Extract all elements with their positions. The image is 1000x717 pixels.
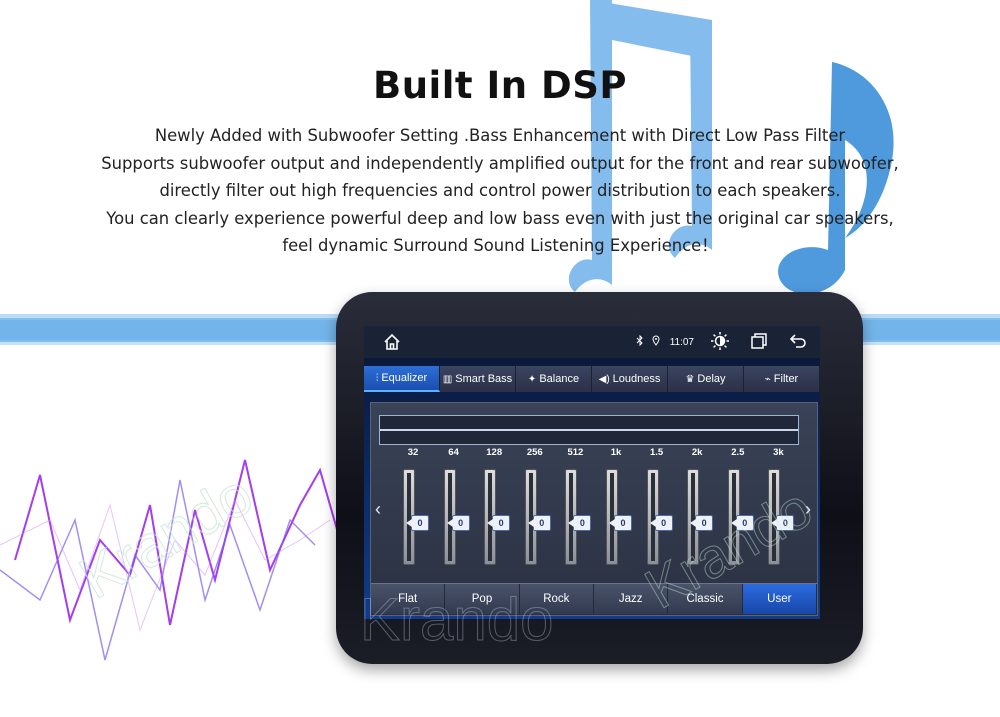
band-slider-knob[interactable]: 0 xyxy=(406,515,429,531)
band-frequency: 2k xyxy=(691,447,703,458)
band-frequency: 1.5 xyxy=(649,447,664,458)
clock: 11:07 xyxy=(669,336,694,348)
preset-jazz[interactable]: Jazz xyxy=(594,584,669,614)
band-frequency: 1k xyxy=(610,447,622,458)
tab-loudness[interactable]: ◀)Loudness xyxy=(592,366,668,392)
preset-user[interactable]: User xyxy=(742,584,817,614)
status-bar: 11:07 xyxy=(364,326,820,358)
band-slider-knob[interactable]: 0 xyxy=(609,515,632,531)
description-line: You can clearly experience powerful deep… xyxy=(106,208,894,228)
location-icon xyxy=(652,335,660,349)
description-line: Newly Added with Subwoofer Setting .Bass… xyxy=(154,126,846,145)
music-note-icon xyxy=(568,0,712,292)
tab-smart-bass[interactable]: ▥Smart Bass xyxy=(440,366,516,392)
band-slider-knob[interactable]: 0 xyxy=(730,515,754,531)
description-line: feel dynamic Surround Sound Listening Ex… xyxy=(282,236,718,255)
tab-label: Delay xyxy=(697,373,726,385)
tab-label: Loudness xyxy=(612,373,661,385)
tab-label: Balance xyxy=(539,373,580,385)
eq-band: 128 0 xyxy=(474,447,514,567)
device-screen: 11:07 ⫶Equalizer ▥Smart Bass ✦Balance ◀)… xyxy=(364,326,820,619)
description-line: Supports subwoofer output and independen… xyxy=(101,153,899,173)
music-note-icon xyxy=(778,62,894,294)
recent-apps-icon[interactable] xyxy=(738,332,768,353)
prev-page-arrow[interactable]: ‹ xyxy=(375,499,381,519)
description-line: directly filter out high frequencies and… xyxy=(159,181,841,200)
band-slider-knob[interactable]: 0 xyxy=(649,515,673,531)
eq-band: 512 0 xyxy=(555,447,595,567)
home-icon[interactable] xyxy=(382,332,402,352)
band-frequency: 3k xyxy=(773,447,784,458)
eq-band: 3k 0 xyxy=(758,447,798,567)
brightness-icon[interactable] xyxy=(710,331,730,354)
preset-classic[interactable]: Classic xyxy=(668,584,743,614)
tab-equalizer[interactable]: ⫶Equalizer xyxy=(364,366,440,392)
page-title: Built In DSP xyxy=(373,64,627,107)
tab-label: Equalizer xyxy=(381,372,428,384)
tab-label: Smart Bass xyxy=(455,373,513,385)
preset-rock[interactable]: Rock xyxy=(520,584,594,614)
band-frequency: 2.5 xyxy=(731,447,745,458)
waveform-line xyxy=(14,459,341,626)
band-slider-knob[interactable]: 0 xyxy=(446,515,470,531)
equalizer-icon: ⫶ xyxy=(375,372,379,384)
band-frequency: 32 xyxy=(407,447,419,458)
tab-delay[interactable]: ♛Delay xyxy=(668,366,744,392)
back-icon[interactable] xyxy=(776,332,808,353)
equalizer-panel: ‹ › 32 0 64 0 128 0 xyxy=(370,402,818,616)
smart-bass-icon: ▥ xyxy=(442,373,453,385)
next-page-arrow[interactable]: › xyxy=(805,499,811,519)
eq-bands: 32 0 64 0 128 0 256 0 xyxy=(393,447,799,567)
band-slider-knob[interactable]: 0 xyxy=(527,515,551,531)
eq-curve-display xyxy=(379,415,799,445)
band-slider-knob[interactable]: 0 xyxy=(771,515,795,531)
tab-balance[interactable]: ✦Balance xyxy=(516,366,592,392)
band-frequency: 128 xyxy=(486,447,503,458)
status-right: 11:07 xyxy=(636,326,808,358)
band-frequency: 64 xyxy=(448,447,459,458)
dsp-tabs: ⫶Equalizer ▥Smart Bass ✦Balance ◀)Loudne… xyxy=(364,366,820,392)
description: Newly Added with Subwoofer Setting .Bass… xyxy=(0,122,1000,260)
preset-flat[interactable]: Flat xyxy=(371,584,446,614)
preset-pop[interactable]: Pop xyxy=(445,584,520,614)
filter-icon: ⌁ xyxy=(764,373,771,385)
tab-filter[interactable]: ⌁Filter xyxy=(744,366,820,392)
eq-presets: Flat Pop Rock Jazz Classic User xyxy=(371,583,817,614)
band-frequency: 512 xyxy=(567,447,584,458)
eq-band: 32 0 xyxy=(393,447,433,567)
bluetooth-icon xyxy=(636,334,644,349)
eq-band: 64 0 xyxy=(434,447,474,567)
tab-label: Filter xyxy=(773,373,799,385)
delay-icon: ♛ xyxy=(685,373,695,385)
balance-icon: ✦ xyxy=(527,373,537,385)
eq-band: 1k 0 xyxy=(596,447,636,567)
band-slider-knob[interactable]: 0 xyxy=(690,515,714,531)
loudness-icon: ◀) xyxy=(598,373,610,385)
eq-band: 2.5 0 xyxy=(718,447,758,567)
eq-band: 256 0 xyxy=(515,447,555,567)
band-frequency: 256 xyxy=(526,447,543,458)
eq-curve-line xyxy=(380,429,798,431)
band-slider-knob[interactable]: 0 xyxy=(568,515,592,531)
eq-band: 2k 0 xyxy=(677,447,717,567)
band-slider-knob[interactable]: 0 xyxy=(487,515,511,531)
eq-band: 1.5 0 xyxy=(637,447,677,567)
